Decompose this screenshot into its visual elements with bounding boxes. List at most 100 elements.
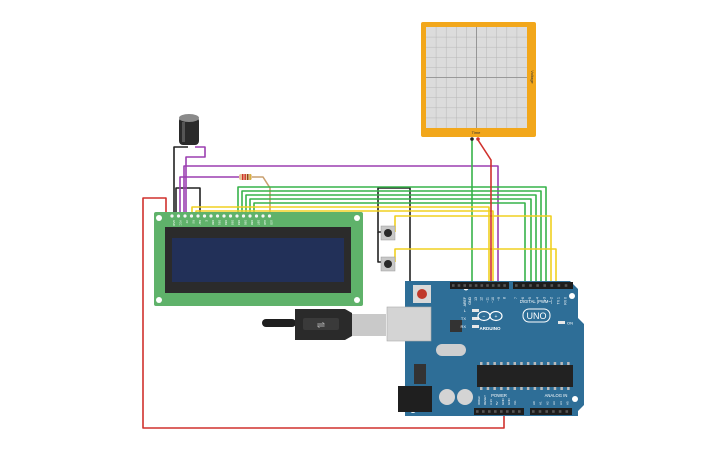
analog-pin-label: A2: [545, 401, 549, 405]
usb-cable[interactable]: ⇌: [262, 309, 386, 340]
header-hole[interactable]: [518, 410, 521, 413]
lcd-pin[interactable]: [235, 214, 239, 218]
wire-green-5[interactable]: [253, 202, 526, 282]
header-hole[interactable]: [557, 284, 561, 287]
header-hole[interactable]: [536, 284, 539, 287]
header-hole[interactable]: [474, 284, 478, 287]
led-tx-label: TX: [461, 316, 466, 321]
lcd-pin[interactable]: [254, 214, 259, 218]
svg-text:−: −: [483, 314, 486, 320]
wire-black-ground-2[interactable]: [175, 187, 201, 213]
lcd-pin[interactable]: [222, 214, 226, 218]
oscilloscope-probe-positive[interactable]: [476, 137, 480, 141]
lcd-pin[interactable]: [183, 214, 187, 218]
pin-aref-label: AREF: [463, 297, 467, 306]
wire-red-osc[interactable]: [477, 139, 492, 282]
pushbutton-1[interactable]: [380, 225, 396, 241]
chip-pin: [526, 387, 530, 390]
wire-green-1[interactable]: [237, 186, 547, 282]
header-hole[interactable]: [457, 284, 461, 287]
header-hole[interactable]: [529, 284, 532, 287]
reset-button[interactable]: [417, 289, 427, 299]
atmega-chip-pins: [480, 362, 570, 390]
lcd-pin[interactable]: [170, 214, 174, 218]
digital-pin-label: 2: [550, 297, 554, 299]
header-hole[interactable]: [545, 410, 548, 413]
header-hole[interactable]: [552, 410, 555, 413]
header-hole[interactable]: [494, 410, 497, 413]
lcd-pin[interactable]: [209, 214, 213, 218]
header-hole[interactable]: [500, 410, 503, 413]
wire-green-4[interactable]: [249, 198, 532, 282]
power-pin-label: 3.3V: [489, 399, 493, 405]
oscilloscope-probe-negative[interactable]: [470, 137, 474, 141]
resistor-band-2: [244, 174, 246, 180]
header-hole[interactable]: [486, 284, 489, 287]
header-hole[interactable]: [512, 410, 515, 413]
pushbutton-1-cap[interactable]: [384, 229, 392, 237]
header-hole[interactable]: [497, 284, 501, 287]
header-hole[interactable]: [480, 284, 484, 287]
usb-cable-cord: [262, 319, 296, 327]
pushbutton-2[interactable]: [380, 256, 396, 272]
header-hole[interactable]: [564, 284, 568, 287]
header-hole[interactable]: [503, 284, 506, 287]
lcd-pin[interactable]: [215, 214, 220, 218]
header-hole[interactable]: [469, 284, 472, 287]
wire-purple-2[interactable]: [183, 165, 499, 282]
wire-purple-3[interactable]: [179, 176, 240, 213]
header-hole[interactable]: [522, 284, 525, 287]
wire-yellow-1[interactable]: [191, 206, 490, 282]
header-hole[interactable]: [565, 410, 569, 413]
analog-pin-label: A3: [552, 401, 556, 405]
lcd-mount-hole: [354, 215, 360, 221]
chip-pin: [506, 387, 510, 390]
capacitor[interactable]: [179, 114, 199, 145]
lcd-pin[interactable]: [267, 214, 272, 218]
wire-black-ground[interactable]: [173, 146, 188, 213]
lcd-pin[interactable]: [196, 214, 200, 218]
wire-black-button[interactable]: [377, 187, 411, 282]
header-hole[interactable]: [532, 410, 535, 413]
arduino-mount-hole: [569, 293, 575, 299]
chip-pin: [480, 362, 483, 365]
header-hole[interactable]: [543, 284, 546, 287]
lcd-pin-label: DB1: [218, 220, 222, 226]
lcd-pin[interactable]: [202, 214, 207, 218]
led-rx-label: RX: [460, 324, 466, 329]
wire-green-3[interactable]: [245, 194, 537, 282]
lcd-pin[interactable]: [248, 214, 252, 218]
wire-green-2[interactable]: [241, 190, 542, 282]
header-hole[interactable]: [452, 284, 455, 287]
header-hole[interactable]: [488, 410, 491, 413]
lcd-pin[interactable]: [228, 214, 233, 218]
power-pin-label: Vin: [513, 400, 517, 405]
lcd-pin[interactable]: [189, 214, 194, 218]
header-holes[interactable]: [452, 284, 569, 413]
wire-purple-1[interactable]: [185, 146, 206, 213]
chip-pin: [553, 362, 557, 365]
header-hole[interactable]: [538, 410, 542, 413]
digital-pin-label: ~3: [542, 297, 546, 301]
lcd-pin[interactable]: [261, 214, 265, 218]
wire-yellow-4[interactable]: [394, 248, 557, 282]
header-hole[interactable]: [558, 410, 562, 413]
header-hole[interactable]: [476, 410, 479, 413]
wire-orange-resistor[interactable]: [250, 176, 271, 213]
wire-red-power[interactable]: [142, 197, 505, 429]
lcd-pin[interactable]: [176, 214, 181, 218]
header-hole[interactable]: [491, 284, 495, 287]
header-hole[interactable]: [463, 284, 466, 287]
lcd-pin-label: DB5: [244, 220, 248, 226]
header-hole[interactable]: [506, 410, 509, 413]
resistor[interactable]: [239, 174, 252, 180]
header-hole[interactable]: [515, 284, 518, 287]
lcd-pin[interactable]: [241, 214, 246, 218]
oscilloscope[interactable]: Voltage Time: [421, 22, 536, 141]
header-hole[interactable]: [482, 410, 485, 413]
header-hole[interactable]: [550, 284, 554, 287]
pushbutton-2-cap[interactable]: [384, 260, 392, 268]
